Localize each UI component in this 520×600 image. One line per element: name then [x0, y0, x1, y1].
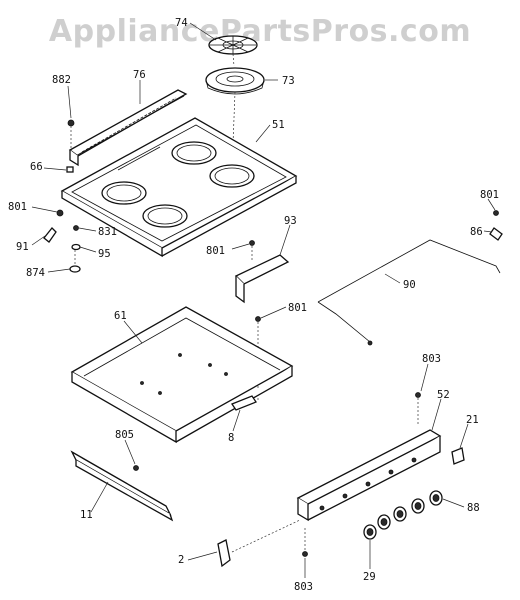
callout-8: 8	[228, 432, 234, 444]
part-95-grommet	[71, 243, 81, 251]
part-88-valves	[411, 490, 443, 514]
callout-73: 73	[282, 75, 295, 87]
callout-95: 95	[98, 248, 111, 260]
part-803-screw-upper	[415, 392, 421, 426]
part-8-bracket	[231, 395, 257, 411]
part-76-trim-strip	[68, 89, 188, 167]
callout-51: 51	[272, 119, 285, 131]
part-2-bracket	[217, 539, 231, 568]
part-831-screw	[73, 225, 79, 231]
part-74-grate	[208, 35, 258, 55]
part-66-clip	[66, 166, 74, 173]
callout-29: 29	[363, 571, 376, 583]
part-801-screw-center	[249, 240, 255, 262]
callout-801-left: 801	[8, 201, 27, 213]
part-21-clip	[451, 447, 465, 465]
part-91-bracket	[43, 227, 57, 243]
callout-90: 90	[403, 279, 416, 291]
callout-74: 74	[175, 17, 188, 29]
callout-2: 2	[178, 554, 184, 566]
callout-803-lower: 803	[294, 581, 313, 593]
leader-lines	[31, 22, 496, 578]
callout-86: 86	[470, 226, 483, 238]
callout-801-center: 801	[206, 245, 225, 257]
part-803-screw-lower	[302, 528, 308, 557]
watermark: AppliancePartsPros.com	[48, 14, 472, 49]
callout-66: 66	[30, 161, 43, 173]
callout-61: 61	[114, 310, 127, 322]
callout-88: 88	[467, 502, 480, 514]
part-61-burner-box	[70, 306, 294, 444]
callout-805: 805	[115, 429, 134, 441]
part-805-screw	[133, 465, 139, 471]
part-874-foot	[69, 250, 81, 273]
part-801-screw-left	[56, 209, 64, 217]
part-11-front-trim	[70, 450, 174, 522]
callout-93: 93	[284, 215, 297, 227]
callout-801-lower: 801	[288, 302, 307, 314]
callout-874: 874	[26, 267, 45, 279]
callout-21: 21	[466, 414, 479, 426]
part-51-cooktop	[60, 117, 298, 258]
part-29-knobs	[363, 506, 407, 540]
callout-labels: 74 73 76 882 51 66 801 831 91 95 874 801…	[8, 17, 499, 593]
callout-52: 52	[437, 389, 450, 401]
part-73-drip-bowl	[205, 67, 265, 95]
part-801-screw-lower	[255, 316, 261, 400]
callout-11: 11	[80, 509, 93, 521]
part-86-clip	[489, 227, 503, 241]
callout-882: 882	[52, 74, 71, 86]
callout-831: 831	[98, 226, 117, 238]
callout-803-upper: 803	[422, 353, 441, 365]
part-93-bracket	[234, 254, 290, 304]
callout-91: 91	[16, 241, 29, 253]
callout-801-right: 801	[480, 189, 499, 201]
part-90-wire	[317, 239, 501, 346]
part-801-screw-right	[493, 210, 499, 216]
callout-76: 76	[133, 69, 146, 81]
part-52-control-panel	[296, 429, 442, 522]
part-882-screw	[67, 119, 75, 150]
